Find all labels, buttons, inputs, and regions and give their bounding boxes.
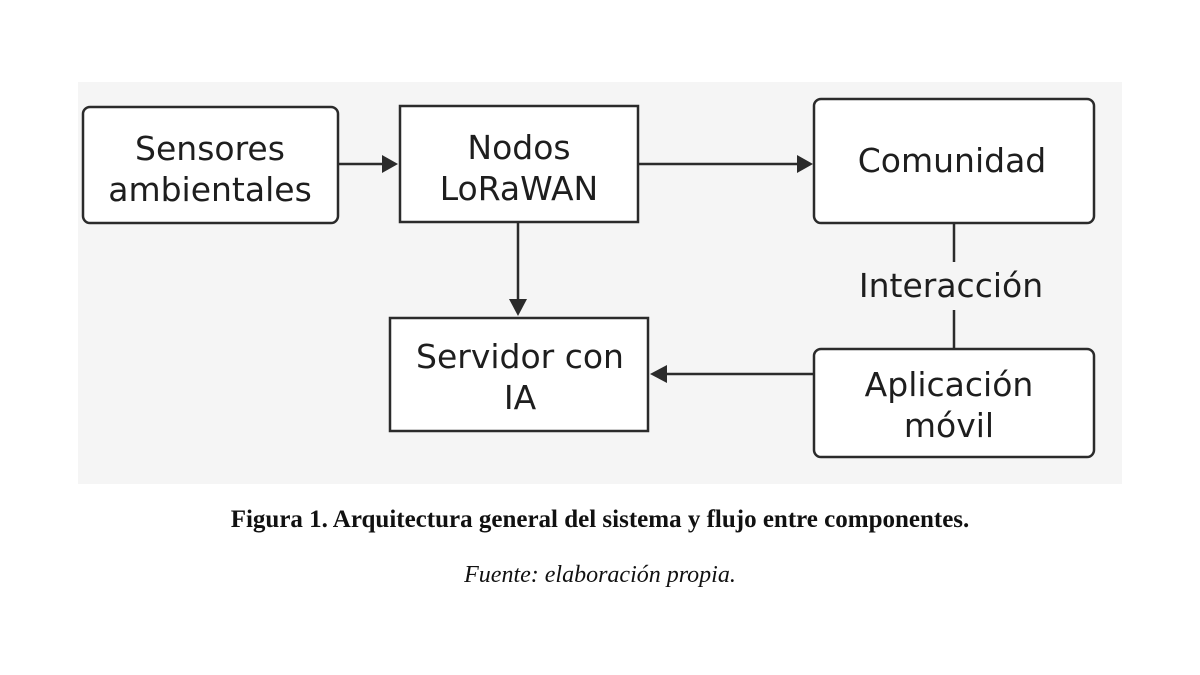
edge-label-interaccion: Interacción [859,266,1043,305]
edge-comunidad-aplicacion: Interacción [859,224,1043,348]
node-comunidad: Comunidad [812,97,1096,225]
node-label-line-1: Sensores [135,129,285,168]
node-aplicacion-movil: Aplicación móvil [812,347,1096,459]
node-label-line-1: Servidor con [416,337,624,376]
edge-sensores-nodos [338,155,398,173]
edge-nodos-servidor [509,222,527,316]
node-label-line-1: Aplicación [865,365,1034,404]
node-nodos-lorawan: Nodos LoRaWAN [398,104,640,224]
node-label-line-2: móvil [904,406,994,445]
edge-nodos-comunidad [638,155,813,173]
node-label-line-1: Nodos [467,128,570,167]
node-label-line-2: ambientales [108,170,312,209]
figure-source: Fuente: elaboración propia. [464,562,736,588]
edge-aplicacion-servidor [650,365,814,383]
node-sensores-ambientales: Sensores ambientales [81,105,340,225]
figure-caption: Figura 1. Arquitectura general del siste… [230,506,970,533]
node-label-line-2: LoRaWAN [440,169,599,208]
node-servidor-con-ia: Servidor con IA [388,316,650,433]
node-label-line-1: Comunidad [858,141,1047,180]
node-label-line-2: IA [504,378,537,417]
